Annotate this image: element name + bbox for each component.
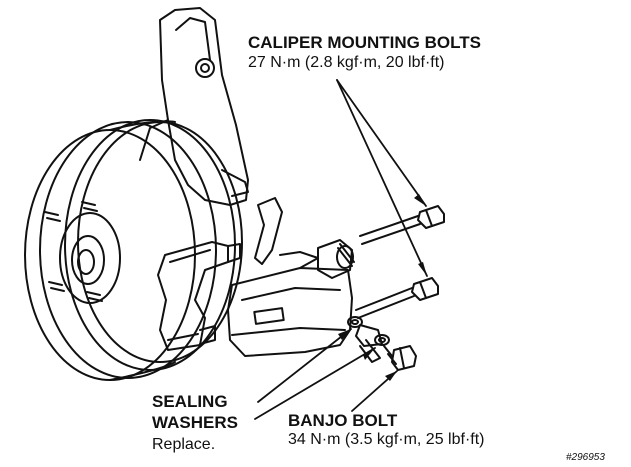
caliper-bracket (157, 241, 241, 351)
banjo-bolt-label: BANJO BOLT (288, 411, 398, 430)
sealing-washer-arrowheads (338, 329, 375, 360)
image-id-label: #296953 (566, 452, 605, 463)
sealing-washers-label-line2: WASHERS (152, 413, 238, 432)
steering-knuckle (139, 7, 249, 206)
caliper-bolt-arrowheads (414, 194, 427, 276)
banjo-bolt (383, 345, 417, 371)
caliper-fitting (317, 239, 355, 279)
sealing-washers-label-line1: SEALING (152, 392, 228, 411)
banjo-bolt-torque: 34 N·m (3.5 kgf·m, 25 lbf·ft) (288, 431, 485, 448)
caliper-mounting-bolt-lower (355, 277, 439, 319)
caliper-bolt-leader-lines (336, 79, 428, 277)
sealing-washers-replace-note: Replace. (152, 436, 216, 453)
caliper-body (227, 197, 353, 357)
wheel-studs (44, 201, 103, 302)
sealing-washer-leader-lines (254, 328, 376, 420)
sealing-washer-1 (347, 316, 363, 328)
banjo-bolt-arrowhead (385, 371, 397, 381)
caliper-mounting-bolts-torque: 27 N·m (2.8 kgf·m, 20 lbf·ft) (248, 54, 445, 71)
caliper-mounting-bolts-label: CALIPER MOUNTING BOLTS (248, 33, 481, 52)
caliper-mounting-bolt-upper (359, 205, 445, 245)
